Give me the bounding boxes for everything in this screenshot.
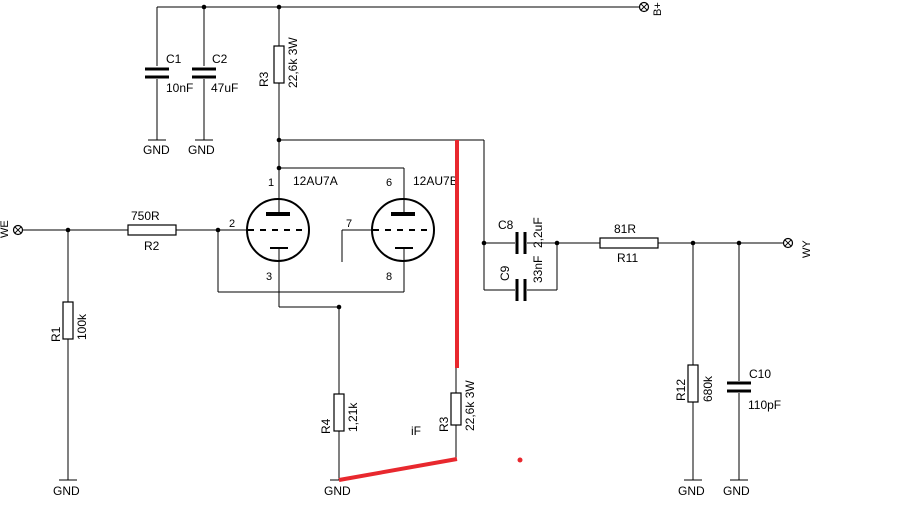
r4-value: 1,21k bbox=[346, 402, 360, 432]
gnd-label-r1: GND bbox=[53, 484, 80, 498]
r3-bottom-value: 22,6k 3W bbox=[463, 380, 477, 431]
wy-label: WY bbox=[801, 240, 813, 258]
c10-ref: C10 bbox=[749, 367, 771, 381]
capacitor-c2 bbox=[192, 67, 216, 141]
input-wire bbox=[23, 227, 405, 302]
tube-b-pin-grid: 7 bbox=[346, 218, 352, 230]
c9-ref: C9 bbox=[498, 265, 512, 281]
r12-ref: R12 bbox=[674, 379, 688, 401]
c8-ref: C8 bbox=[498, 218, 514, 232]
resistor-r3-top bbox=[273, 45, 285, 140]
c1-value: 10nF bbox=[166, 81, 193, 95]
tube-a-12au7a bbox=[246, 198, 310, 262]
c2-ref: C2 bbox=[212, 52, 228, 66]
tube-a-pin-grid: 2 bbox=[229, 218, 235, 230]
wy-terminal bbox=[782, 237, 794, 249]
tube-a-pin-cathode: 3 bbox=[266, 271, 272, 283]
c1-ref: C1 bbox=[166, 52, 182, 66]
tube-a-name: 12AU7A bbox=[293, 174, 338, 188]
c8-value: 2,2uF bbox=[531, 217, 545, 248]
r11-value: 81R bbox=[614, 222, 636, 236]
gnd-label-c10: GND bbox=[723, 484, 750, 498]
r2-ref: R2 bbox=[144, 239, 160, 253]
r12-value: 680k bbox=[701, 375, 715, 402]
red-added-wires bbox=[338, 140, 523, 482]
resistor-r12 bbox=[684, 243, 702, 481]
resistor-r3-bottom bbox=[450, 368, 462, 460]
gnd-label-r4: GND bbox=[324, 484, 351, 498]
bplus-label: B+ bbox=[652, 2, 664, 16]
capacitor-c1 bbox=[145, 67, 169, 141]
resistor-r11 bbox=[599, 237, 783, 249]
plate-node-wire bbox=[276, 137, 485, 243]
r11-ref: R11 bbox=[617, 251, 638, 265]
r1-value: 100k bbox=[75, 313, 89, 340]
c9-value: 33nF bbox=[531, 256, 545, 283]
gnd-label-c2: GND bbox=[188, 143, 215, 157]
capacitor-c10 bbox=[727, 243, 751, 481]
tube-b-pin-cathode: 8 bbox=[386, 271, 392, 283]
r1-ref: R1 bbox=[49, 326, 63, 342]
tube-a-pin-plate: 1 bbox=[268, 177, 274, 189]
gnd-label-c1: GND bbox=[143, 143, 170, 157]
we-terminal bbox=[12, 224, 24, 236]
r3-bottom-ref: R3 bbox=[437, 416, 451, 432]
c10-value: 110pF bbox=[748, 398, 781, 412]
resistor-r2 bbox=[127, 224, 177, 236]
cathode-wire bbox=[278, 262, 342, 394]
coupling-network bbox=[481, 232, 600, 301]
r4-ref: R4 bbox=[319, 418, 333, 434]
r3-top-value: 22,6k 3W bbox=[286, 37, 300, 88]
r3-top-ref: R3 bbox=[257, 71, 271, 87]
bplus-rail bbox=[156, 4, 640, 66]
c2-value: 47uF bbox=[211, 81, 238, 95]
bplus-terminal bbox=[638, 1, 650, 13]
gnd-label-r12: GND bbox=[678, 484, 705, 498]
we-label: WE bbox=[0, 220, 11, 238]
tube-b-pin-plate: 6 bbox=[386, 177, 392, 189]
tube-b-name: 12AU7B bbox=[413, 174, 458, 188]
r2-value: 750R bbox=[131, 209, 160, 223]
tube-b-12au7b bbox=[371, 198, 435, 262]
resistor-r1 bbox=[59, 301, 77, 481]
if-annotation: iF bbox=[411, 424, 421, 438]
